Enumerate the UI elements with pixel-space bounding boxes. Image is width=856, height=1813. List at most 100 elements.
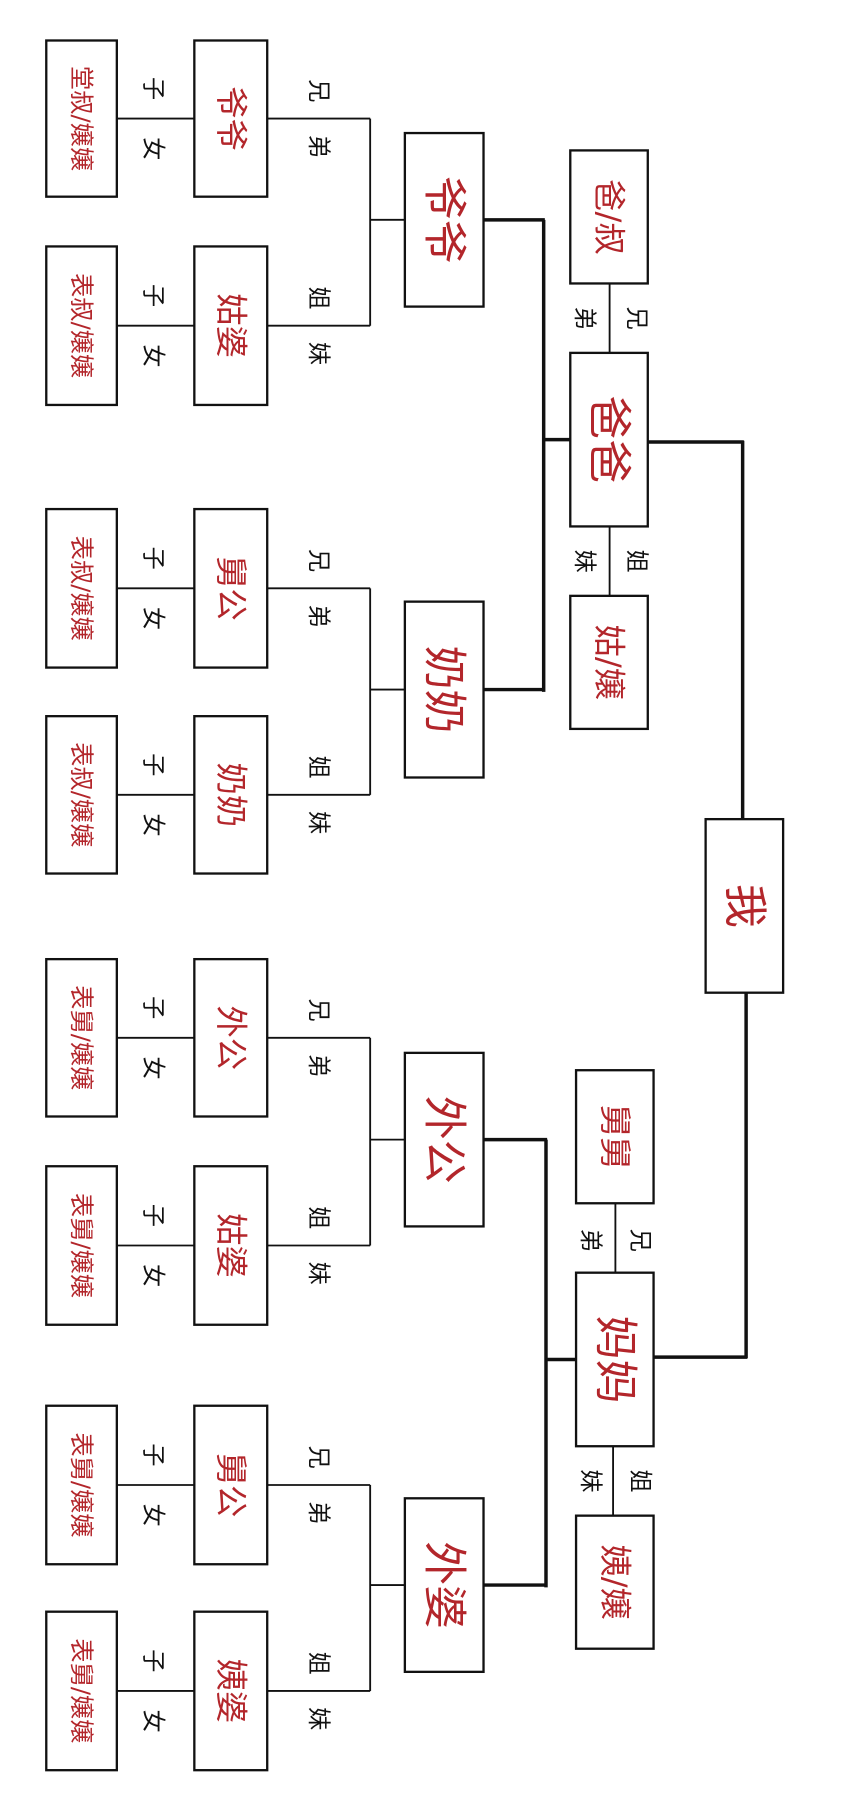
cousin-parent-node-label: 堂叔/嬢嬢	[67, 66, 96, 171]
cousin-parent-node-label: 表舅/嬢嬢	[67, 1193, 96, 1298]
maternal-aunt-node: 姨/嬢	[574, 1514, 655, 1650]
relation-label-younger-brother: 弟	[305, 1054, 331, 1077]
great-uncle-aunt-node-box	[193, 1404, 269, 1566]
relation-label-younger-brother: 弟	[305, 135, 331, 158]
great-uncle-aunt-node: 奶奶	[193, 715, 269, 875]
relation-label-elder-sister: 姐	[305, 756, 331, 779]
relation-label-son: 子	[140, 996, 166, 1019]
relation-label-younger-sister: 妹	[305, 1262, 331, 1285]
great-uncle-aunt-node-label: 姑婆	[212, 293, 250, 358]
relation-label-son: 子	[140, 547, 166, 570]
relation-label-younger-sister: 妹	[305, 811, 331, 834]
grandmother-node-box	[403, 600, 485, 779]
relation-label-elder-brother: 兄	[305, 998, 331, 1021]
great-uncle-aunt-node-box	[193, 1165, 269, 1326]
cousin-parent-node-box	[45, 1404, 118, 1566]
grandfather-node: 爷爷	[403, 131, 485, 308]
relation-label-elder-brother: 兄	[305, 549, 331, 572]
uncle-node: 爸/叔	[569, 149, 649, 285]
cousin-parent-node: 堂叔/嬢嬢	[45, 39, 118, 198]
relation-label-son: 子	[140, 77, 166, 100]
great-uncle-aunt-node-box	[193, 39, 269, 198]
relation-label-elder-sister: 姐	[305, 1206, 331, 1229]
great-uncle-aunt-node-box	[193, 1610, 269, 1772]
grandfather-node-box	[403, 131, 485, 308]
relation-label-daughter: 女	[140, 1264, 166, 1287]
mother-node: 妈妈	[574, 1271, 655, 1448]
relation-label-daughter: 女	[140, 607, 166, 630]
great-uncle-aunt-node: 姑婆	[193, 1165, 269, 1326]
great-uncle-aunt-node-box	[193, 957, 269, 1118]
great-uncle-aunt-node: 舅公	[193, 507, 269, 669]
great-uncle-aunt-node-box	[193, 507, 269, 669]
great-uncle-aunt-node: 姑婆	[193, 245, 269, 407]
relation-label-younger-sister: 妹	[305, 1707, 331, 1730]
great-uncle-aunt-node-label: 爷爷	[212, 86, 250, 151]
cousin-parent-node: 表叔/嬢嬢	[45, 245, 118, 407]
relation-label-son: 子	[140, 1204, 166, 1227]
relation-label-daughter: 女	[140, 1504, 166, 1527]
cousin-parent-node-box	[45, 507, 118, 669]
great-uncle-aunt-node: 姨婆	[193, 1610, 269, 1772]
relation-label-son: 子	[140, 1443, 166, 1466]
relation-label-younger-sister: 妹	[577, 1469, 603, 1492]
cousin-parent-node: 表舅/嬢嬢	[45, 1165, 118, 1326]
grandmother-node-label: 奶奶	[419, 646, 470, 734]
relation-label-elder-brother: 兄	[627, 1229, 653, 1252]
relation-label-elder-sister: 姐	[627, 1469, 653, 1492]
relation-label-younger-brother: 弟	[305, 605, 331, 628]
great-uncle-aunt-node: 爷爷	[193, 39, 269, 198]
great-uncle-aunt-node: 外公	[193, 957, 269, 1118]
relation-label-son: 子	[140, 1649, 166, 1672]
cousin-parent-node: 表叔/嬢嬢	[45, 507, 118, 669]
maternal-aunt-node-label: 姨/嬢	[596, 1544, 634, 1620]
father-node: 爸爸	[569, 351, 649, 528]
cousin-parent-node-label: 表舅/嬢嬢	[67, 1432, 96, 1537]
grandfather-node-label: 爷爷	[419, 176, 470, 264]
me-node-box	[704, 817, 785, 994]
cousin-parent-node-box	[45, 245, 118, 407]
great-uncle-aunt-node-box	[193, 715, 269, 875]
father-node-box	[569, 351, 649, 528]
cousin-parent-node-label: 表舅/嬢嬢	[67, 1638, 96, 1743]
great-uncle-aunt-node: 舅公	[193, 1404, 269, 1566]
great-uncle-aunt-node-label: 舅公	[212, 556, 250, 621]
maternal-uncle-node: 舅舅	[574, 1069, 655, 1205]
relation-label-daughter: 女	[140, 813, 166, 836]
great-uncle-aunt-node-label: 舅公	[212, 1453, 250, 1518]
cousin-parent-node-box	[45, 1165, 118, 1326]
great-uncle-aunt-node-label: 奶奶	[212, 762, 250, 827]
cousin-parent-node-label: 表舅/嬢嬢	[67, 985, 96, 1090]
maternal-grandfather-node-box	[403, 1051, 485, 1228]
relation-label-elder-brother: 兄	[305, 1446, 331, 1469]
maternal-grandfather-node-label: 外公	[419, 1096, 470, 1184]
relation-label-younger-sister: 妹	[305, 342, 331, 365]
maternal-uncle-node-box	[574, 1069, 655, 1205]
cousin-parent-node: 表叔/嬢嬢	[45, 715, 118, 875]
aunt-node: 姑/嬢	[569, 594, 649, 731]
me-node: 我	[704, 817, 785, 994]
cousin-parent-node: 表舅/嬢嬢	[45, 957, 118, 1118]
relation-label-daughter: 女	[140, 1709, 166, 1732]
father-node-label: 爸爸	[584, 396, 635, 484]
cousin-parent-node-label: 表叔/嬢嬢	[67, 742, 96, 847]
great-uncle-aunt-node-label: 姑婆	[212, 1213, 250, 1278]
cousin-parent-node-label: 表叔/嬢嬢	[67, 536, 96, 641]
cousin-parent-node-label: 表叔/嬢嬢	[67, 273, 96, 378]
relation-label-elder-brother: 兄	[623, 307, 649, 330]
relation-label-younger-brother: 弟	[571, 307, 597, 330]
maternal-uncle-node-label: 舅舅	[596, 1104, 634, 1169]
cousin-parent-node-box	[45, 957, 118, 1118]
aunt-node-box	[569, 594, 649, 731]
relation-label-younger-brother: 弟	[305, 1501, 331, 1524]
cousin-parent-node-box	[45, 1610, 118, 1772]
relation-label-daughter: 女	[140, 1056, 166, 1079]
mother-node-box	[574, 1271, 655, 1448]
relation-label-elder-sister: 姐	[305, 286, 331, 309]
relation-label-son: 子	[140, 753, 166, 776]
maternal-grandmother-node: 外婆	[403, 1497, 485, 1674]
relation-label-son: 子	[140, 284, 166, 307]
relation-label-elder-sister: 姐	[305, 1652, 331, 1675]
great-uncle-aunt-node-label: 姨婆	[212, 1659, 250, 1724]
relation-label-daughter: 女	[140, 137, 166, 160]
